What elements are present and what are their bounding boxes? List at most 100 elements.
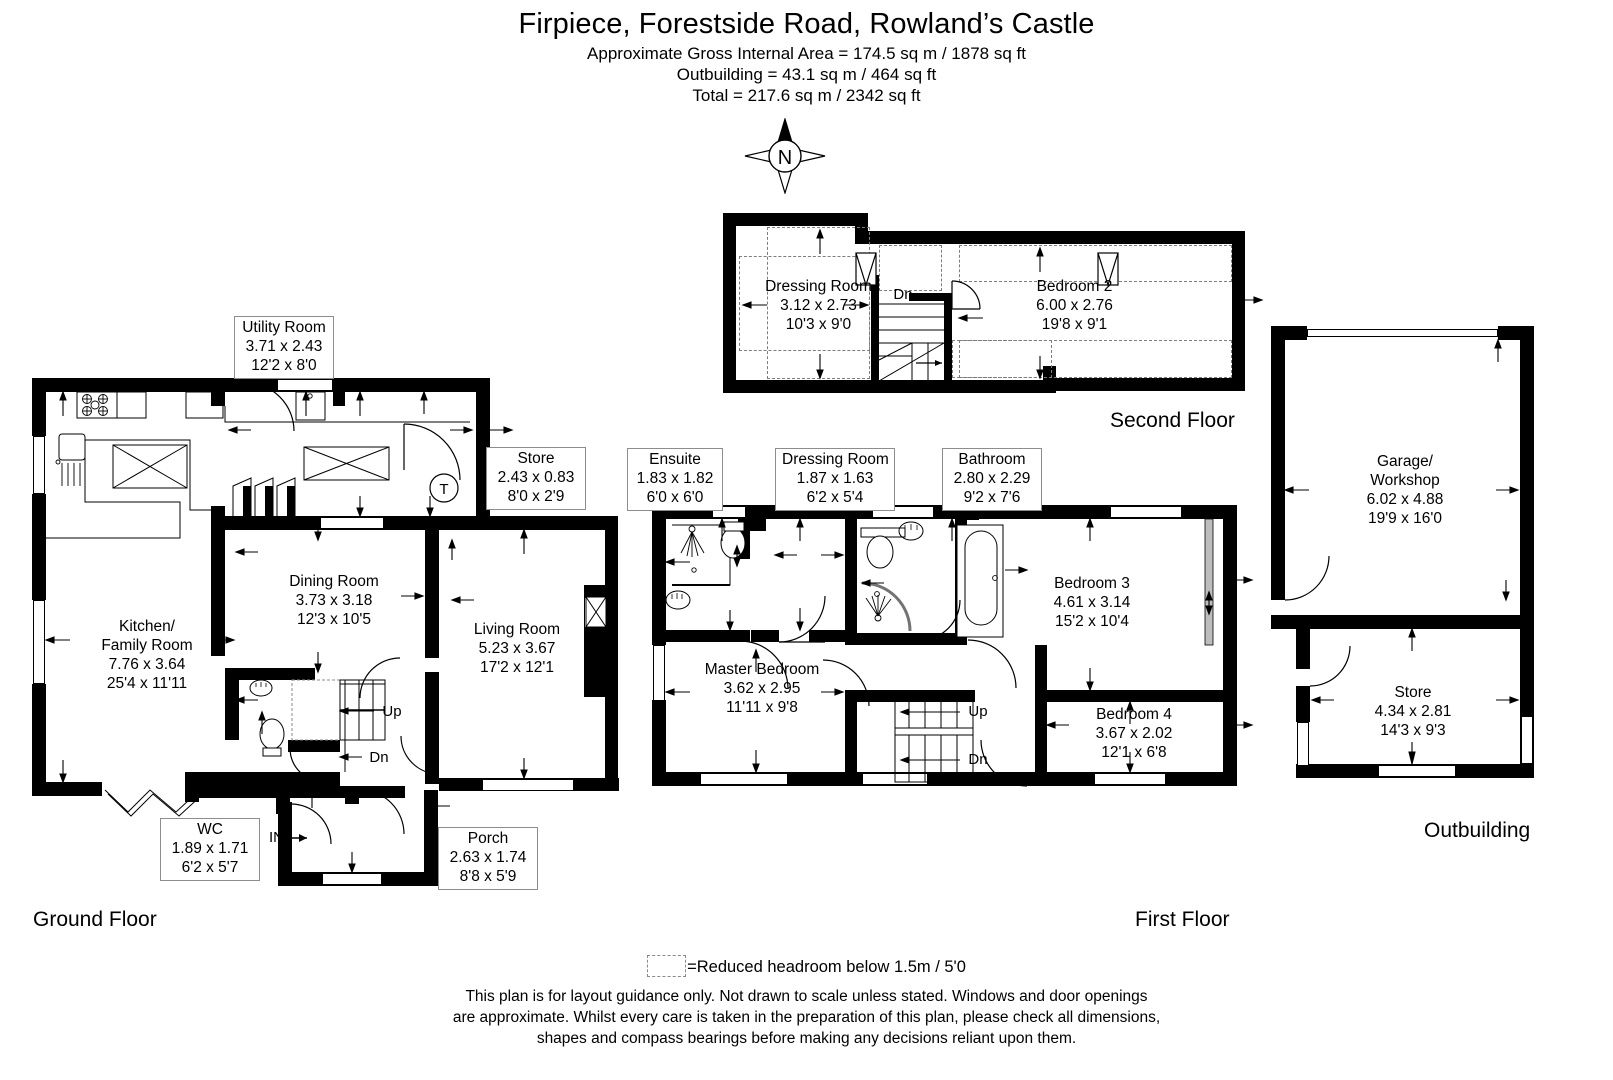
stairs-dn-label-1f: Dn (968, 751, 988, 768)
wall-segment (1223, 505, 1237, 786)
wall-segment (288, 740, 340, 752)
compass-rose-icon: N (744, 118, 826, 194)
wall-segment (32, 684, 46, 796)
wall-segment (1035, 645, 1047, 785)
svg-text:T: T (439, 481, 448, 498)
wall-segment (211, 516, 225, 656)
stairs-dn-label-gf: Dn (369, 749, 389, 766)
wall-segment (225, 668, 315, 680)
window (277, 379, 333, 391)
window (700, 773, 788, 785)
window (482, 779, 574, 791)
reduced-headroom-zone (959, 340, 1232, 378)
window (33, 600, 45, 684)
room-label-kitchen-family-room: Kitchen/ Family Room 7.76 x 3.64 25'4 x … (101, 618, 193, 692)
room-label-bedroom-2: Bedroom 2 6.00 x 2.76 19'8 x 9'1 (1036, 278, 1113, 333)
reduced-headroom-zone (952, 340, 1052, 378)
disclaimer-line-2: are approximate. Whilst every care is ta… (452, 1009, 1161, 1026)
room-label-bedroom-3: Bedroom 3 4.61 x 3.14 15'2 x 10'4 (1053, 575, 1131, 630)
wall-segment (1271, 615, 1534, 629)
room-label-living-room: Living Room 5.23 x 3.67 17'2 x 12'1 (473, 621, 561, 676)
wall-segment (666, 630, 750, 642)
wall-segment (1296, 629, 1310, 669)
wall-segment (845, 690, 857, 786)
wall-segment (605, 516, 618, 790)
wall-segment (1520, 326, 1534, 630)
garage-door (1307, 329, 1498, 337)
room-label-dressing-room-1f: Dressing Room 1.87 x 1.63 6'2 x 5'4 (775, 448, 895, 511)
reduced-headroom-swatch-icon (647, 955, 687, 977)
room-label-ensuite: Ensuite 1.83 x 1.82 6'0 x 6'0 (627, 448, 723, 511)
window (320, 517, 384, 529)
wall-segment (1271, 326, 1285, 600)
wall-segment (211, 378, 225, 406)
wall-segment (723, 213, 868, 226)
outbuilding-caption: Outbuilding (1424, 819, 1531, 842)
wall-segment (845, 690, 975, 702)
window (1110, 506, 1182, 518)
room-label-dressing-room-2f: Dressing Room 3.12 x 2.73 10'3 x 9'0 (765, 278, 872, 333)
wall-segment (1035, 690, 1225, 702)
room-label-store-gf: Store 2.43 x 0.83 8'0 x 2'9 (486, 447, 586, 510)
wall-segment (1232, 231, 1245, 391)
window (1521, 716, 1533, 764)
legend-reduced-headroom: =Reduced headroom below 1.5m / 5'0 (0, 955, 1613, 977)
room-label-wc: WC 1.89 x 1.71 6'2 x 5'7 (160, 818, 260, 881)
room-label-store-outbuilding: Store 4.34 x 2.81 14'3 x 9'3 (1374, 684, 1452, 739)
disclaimer-line-1: This plan is for layout guidance only. N… (465, 988, 1148, 1005)
gross-internal-area-text: Approximate Gross Internal Area = 174.5 … (587, 44, 1026, 63)
disclaimer-line-3: shapes and compass bearings before makin… (536, 1030, 1077, 1047)
entrance-in-label: IN (269, 829, 284, 846)
wall-segment (751, 630, 779, 642)
wall-segment (723, 380, 1056, 393)
wall-segment (185, 772, 340, 786)
wall-segment (909, 293, 952, 301)
wall-segment (944, 300, 952, 381)
outbuilding-area-text: Outbuilding = 43.1 sq m / 464 sq ft (676, 65, 937, 84)
reduced-headroom-zone (739, 256, 870, 351)
room-label-bathroom: Bathroom 2.80 x 2.29 9'2 x 7'6 (942, 448, 1042, 511)
wall-segment (32, 782, 102, 796)
stairs-dn-label-2f: Dn (893, 286, 913, 303)
window (653, 645, 665, 701)
stairs-up-label-gf: Up (382, 703, 402, 720)
wall-segment (345, 786, 359, 804)
total-area-text: Total = 217.6 sq m / 2342 sq ft (692, 86, 921, 105)
window (33, 436, 45, 494)
wall-segment (652, 772, 1237, 786)
room-label-dining-room: Dining Room 3.73 x 3.18 12'3 x 10'5 (289, 573, 379, 628)
window (1297, 722, 1309, 766)
wall-segment (32, 494, 46, 600)
wall-segment (333, 378, 345, 406)
wall-segment (855, 231, 1245, 244)
wall-segment (32, 378, 46, 436)
page-title: Firpiece, Forestside Road, Rowland’s Cas… (518, 8, 1095, 40)
room-label-garage-workshop: Garage/ Workshop 6.02 x 4.88 19'9 x 16'0 (1366, 453, 1444, 527)
ground-floor-caption: Ground Floor (33, 908, 157, 931)
second-floor-caption: Second Floor (1110, 409, 1235, 432)
room-label-bedroom-4: Bedroom 4 3.67 x 2.02 12'1 x 6'8 (1095, 706, 1173, 761)
room-label-porch: Porch 2.63 x 1.74 8'8 x 5'9 (438, 827, 538, 890)
wall-segment (425, 672, 439, 784)
wall-segment (652, 505, 666, 645)
window (1378, 765, 1456, 777)
wall-segment (1296, 686, 1310, 722)
room-label-master-bedroom: Master Bedroom 3.62 x 2.95 11'11 x 9'8 (704, 661, 820, 716)
reduced-headroom-zone (959, 245, 1232, 282)
room-label-utility-room: Utility Room 3.71 x 2.43 12'2 x 8'0 (234, 316, 334, 379)
wall-segment (476, 516, 618, 530)
wall-segment (845, 519, 857, 645)
wall-segment (738, 519, 766, 531)
wall-segment (424, 790, 438, 886)
wall-segment (584, 627, 606, 697)
wall-segment (871, 275, 879, 381)
stairs-up-label-1f: Up (968, 703, 988, 720)
legend-text: =Reduced headroom below 1.5m / 5'0 (687, 958, 966, 976)
